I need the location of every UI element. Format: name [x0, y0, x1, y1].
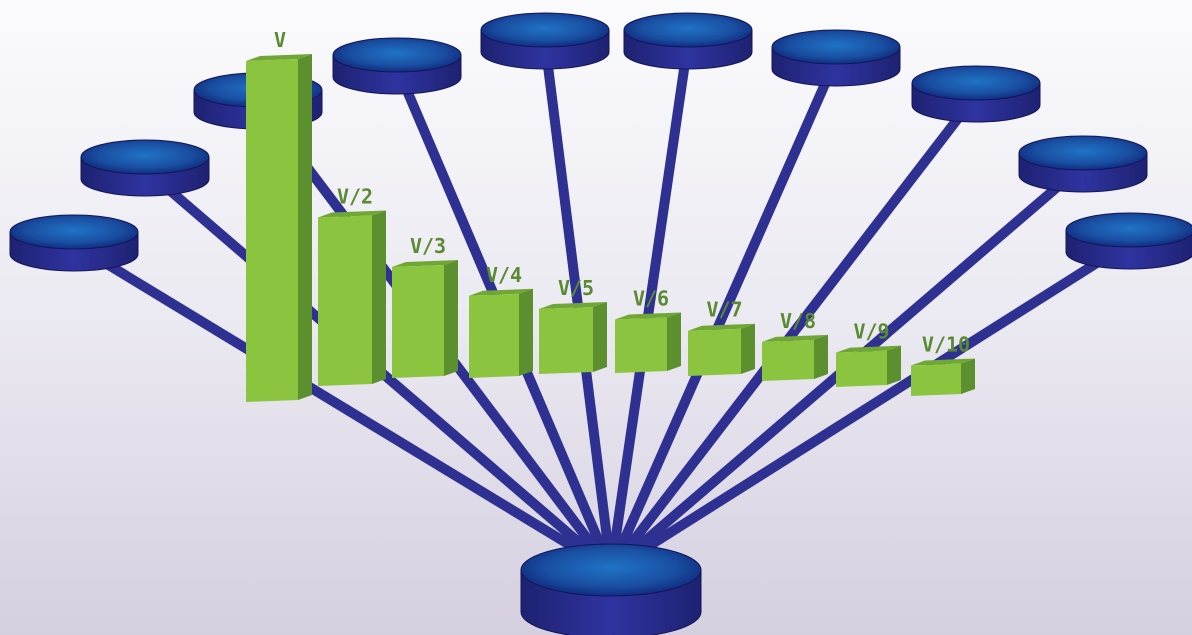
peer-disks — [9, 12, 1192, 272]
peer-2-disk — [80, 139, 210, 197]
peer-7-disk — [771, 29, 901, 87]
peer-4-disk — [332, 37, 462, 95]
link-line-6 — [606, 37, 693, 575]
bar-7 — [688, 323, 755, 376]
bar-5 — [539, 302, 607, 374]
bar-label-6: V/6 — [633, 286, 669, 310]
bar-10 — [911, 358, 975, 396]
bar-label-10: V/10 — [922, 333, 970, 357]
hub-disk-shape — [520, 543, 702, 635]
bar-label-7: V/7 — [706, 298, 742, 322]
link-line-8 — [606, 90, 981, 575]
bar-3 — [392, 260, 458, 378]
bar-label-1: V — [274, 28, 286, 52]
peer-5-disk — [480, 12, 610, 70]
bar-label-2: V/2 — [337, 185, 373, 209]
bar-series — [246, 54, 975, 402]
bar-6 — [615, 312, 681, 373]
peer-9-disk — [1018, 135, 1148, 193]
link-line-10 — [606, 237, 1135, 575]
bar-label-9: V/9 — [853, 320, 889, 344]
bar-label-8: V/8 — [780, 309, 816, 333]
peer-8-disk — [911, 65, 1041, 123]
bar-1 — [246, 54, 312, 402]
hub-disk — [520, 543, 702, 635]
bar-4 — [469, 288, 533, 378]
bar-label-3: V/3 — [410, 234, 446, 258]
peer-6-disk — [623, 12, 753, 70]
bar-2 — [318, 210, 386, 386]
link-line-7 — [606, 54, 841, 575]
bar-label-5: V/5 — [558, 276, 594, 300]
peer-10-disk — [1065, 212, 1192, 270]
bar-label-4: V/4 — [486, 263, 522, 287]
bar-8 — [762, 334, 828, 381]
bar-9 — [836, 345, 901, 387]
peer-1-disk — [9, 214, 139, 272]
link-line-1 — [69, 239, 616, 575]
